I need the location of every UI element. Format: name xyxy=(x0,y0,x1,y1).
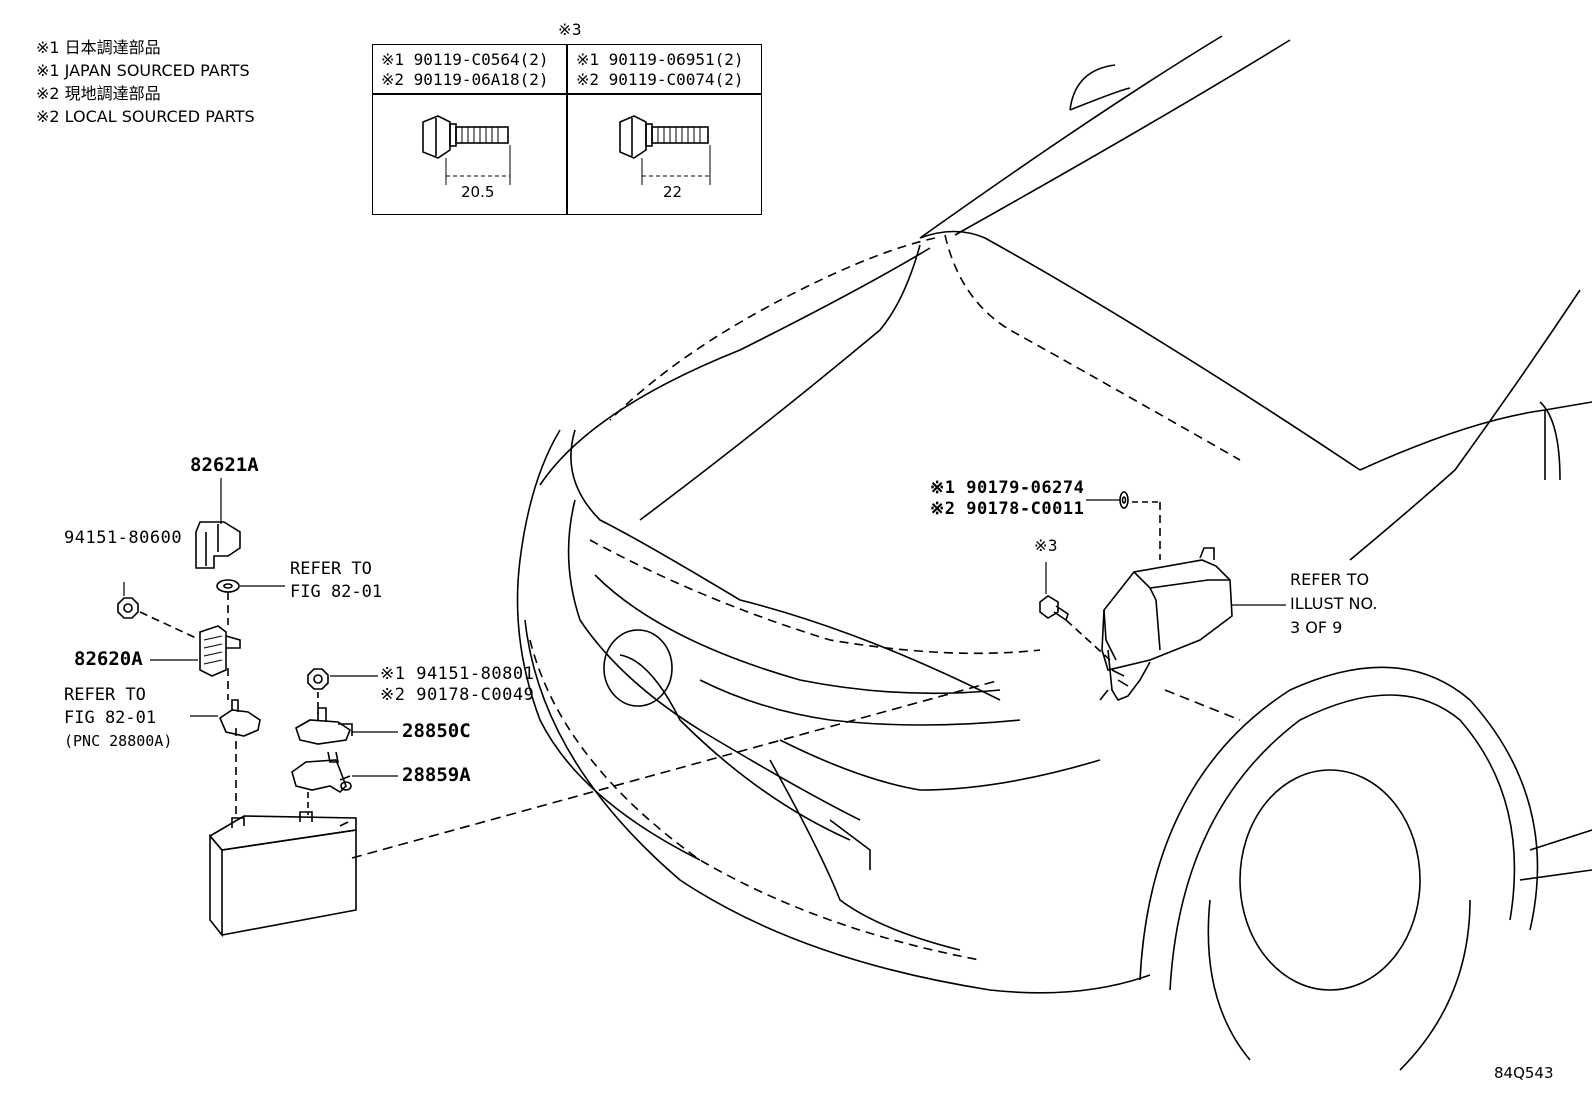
bolt-drawing-left xyxy=(422,115,511,185)
refer-2-line-2: FIG 82-01 xyxy=(64,708,157,728)
spec-col1-dimension: 20.5 xyxy=(461,183,495,201)
legend-line-3: ※2 現地調達部品 xyxy=(36,84,161,103)
refer-3-line-3: 3 OF 9 xyxy=(1290,618,1343,637)
callout-refer-illust: REFER TO ILLUST NO. 3 OF 9 xyxy=(1290,568,1377,640)
refer-3-line-1: REFER TO xyxy=(1290,570,1370,589)
nut-line-2: ※2 90178-C0049 xyxy=(380,685,535,705)
refer-3-line-2: ILLUST NO. xyxy=(1290,594,1378,613)
bolt-drawing-right xyxy=(619,115,711,185)
callout-28850c: 28850C xyxy=(402,720,471,742)
table-column-divider xyxy=(566,45,568,214)
refer-1-line-2: FIG 82-01 xyxy=(290,582,383,602)
callout-82621a: 82621A xyxy=(190,454,259,476)
refer-2-line-1: REFER TO xyxy=(64,685,146,705)
callout-mark-3: ※3 xyxy=(1034,536,1059,555)
fastener-spec-table: ※1 90119-C0564(2) ※2 90119-06A18(2) ※1 9… xyxy=(372,44,762,215)
spec-col2-dimension: 22 xyxy=(663,183,683,201)
table-row-divider xyxy=(373,93,761,95)
refer-1-line-1: REFER TO xyxy=(290,559,372,579)
callout-nut-pair: ※1 94151-80801 ※2 90178-C0049 xyxy=(380,664,534,706)
callout-washer-pair: ※1 90179-06274 ※2 90178-C0011 xyxy=(930,478,1084,520)
junction-box-drawing xyxy=(1039,491,1286,701)
vehicle-front-outline xyxy=(351,35,1592,1071)
legend: ※1 日本調達部品 ※1 JAPAN SOURCED PARTS ※2 現地調達… xyxy=(36,36,255,128)
battery-drawing xyxy=(208,811,357,938)
refer-2-line-3: (PNC 28800A) xyxy=(64,732,173,750)
callout-refer-fig-2: REFER TO FIG 82-01 (PNC 28800A) xyxy=(64,684,172,753)
nut-line-1: ※1 94151-80801 xyxy=(380,664,535,684)
legend-line-2: ※1 JAPAN SOURCED PARTS xyxy=(36,61,250,80)
legend-line-1: ※1 日本調達部品 xyxy=(36,38,161,57)
callout-refer-fig-1: REFER TO FIG 82-01 xyxy=(290,558,382,604)
callout-94151-80600: 94151-80600 xyxy=(64,528,183,548)
spec-table-mark: ※3 xyxy=(558,20,583,39)
illustration-id: 84Q543 xyxy=(1494,1064,1554,1082)
washer-line-1: ※1 90179-06274 xyxy=(930,478,1085,498)
spec-col1-line2: ※2 90119-06A18(2) xyxy=(381,70,549,89)
spec-col2-line1: ※1 90119-06951(2) xyxy=(576,50,744,69)
spec-col1-line1: ※1 90119-C0564(2) xyxy=(381,50,549,69)
callout-28859a: 28859A xyxy=(402,764,471,786)
battery-clamp-parts xyxy=(117,478,285,815)
washer-line-2: ※2 90178-C0011 xyxy=(930,499,1085,519)
terminal-parts-28850c-28859a xyxy=(291,668,398,815)
spec-col2-line2: ※2 90119-C0074(2) xyxy=(576,70,744,89)
legend-line-4: ※2 LOCAL SOURCED PARTS xyxy=(36,107,255,126)
callout-82620a: 82620A xyxy=(74,648,143,670)
